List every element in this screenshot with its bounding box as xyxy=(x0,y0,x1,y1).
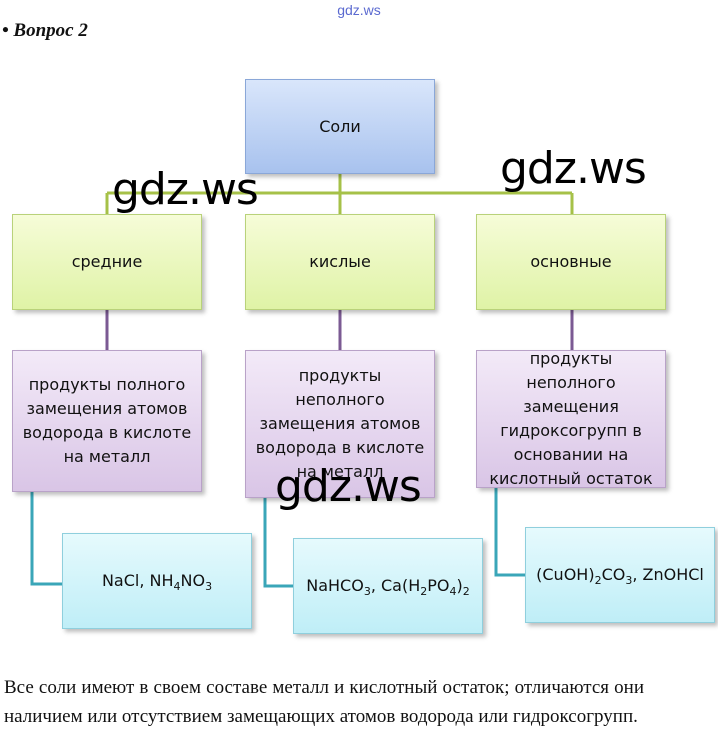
definition-node-osn: продукты неполного замещения гидроксогру… xyxy=(476,349,666,488)
category-node-sredn: средние xyxy=(12,214,202,310)
category-node-kisl: кислые xyxy=(245,214,435,310)
definition-node-kisl: продукты неполного замещения атомов водо… xyxy=(245,350,435,498)
category-label: кислые xyxy=(309,252,371,271)
category-node-osn: основные xyxy=(476,214,666,310)
question-heading: • Вопрос 2 xyxy=(2,20,88,41)
connector-ex-1 xyxy=(30,492,62,586)
definition-node-sredn: продукты полного замещения атомов водоро… xyxy=(12,350,202,492)
watermark-left: gdz.ws xyxy=(112,164,259,215)
example-formula: NaHCO3, Ca(H2PO4)2 xyxy=(306,576,470,598)
root-label: Соли xyxy=(319,116,361,136)
top-watermark: gdz.ws xyxy=(337,2,381,18)
definition-text: продукты неполного замещения гидроксогру… xyxy=(489,349,653,488)
connector-ex-3 xyxy=(494,488,525,577)
definition-text: продукты неполного замещения атомов водо… xyxy=(255,366,425,481)
example-node-kisl: NaHCO3, Ca(H2PO4)2 xyxy=(293,538,483,634)
definition-text: продукты полного замещения атомов водоро… xyxy=(22,375,192,466)
conclusion-paragraph: Все соли имеют в своем составе металл и … xyxy=(4,677,644,727)
category-label: основные xyxy=(530,252,612,271)
example-formula: (CuOH)2CO3, ZnOHCl xyxy=(536,565,704,587)
watermark-right: gdz.ws xyxy=(500,143,647,194)
example-node-sredn: NaCl, NH4NO3 xyxy=(62,533,252,629)
watermark-center: gdz.ws xyxy=(275,461,422,512)
category-label: средние xyxy=(71,252,143,271)
connector-ex-2 xyxy=(263,498,293,588)
example-node-osn: (CuOH)2CO3, ZnOHCl xyxy=(525,527,715,623)
example-formula: NaCl, NH4NO3 xyxy=(101,571,213,593)
root-node: Соли xyxy=(245,79,435,174)
connector-lines xyxy=(30,173,574,588)
